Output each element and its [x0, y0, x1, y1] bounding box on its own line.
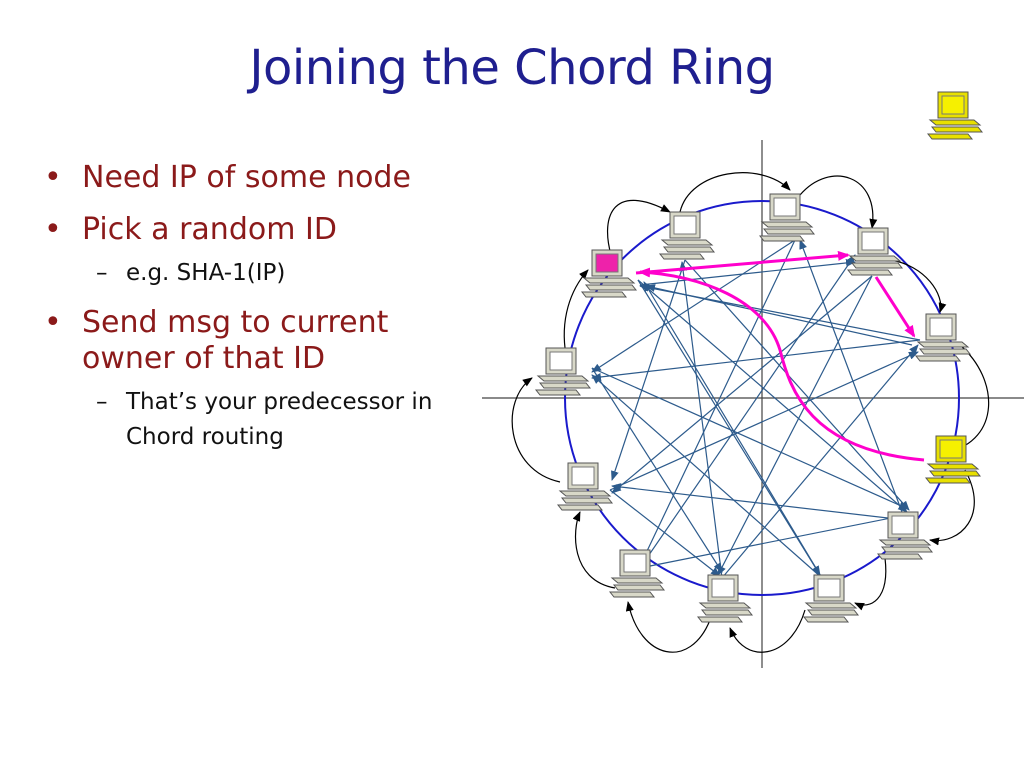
bullet-pick-id: •Pick a random ID [44, 212, 337, 247]
computer-icon [915, 313, 971, 362]
bullet-dot-icon: • [44, 212, 62, 247]
bullet-list: •Need IP of some node •Pick a random ID … [40, 160, 460, 469]
computer-icon [535, 347, 591, 396]
lookup-path [635, 250, 925, 462]
computer-icon-yellow [927, 91, 983, 140]
slide-title: Joining the Chord Ring [249, 40, 775, 96]
sub-bullet-predecessor: –That’s your predecessor in Chord routin… [40, 385, 460, 455]
computer-icon [659, 211, 715, 260]
chord-ring [564, 200, 960, 596]
dash-icon: – [96, 260, 108, 286]
sub-bullet-sha1: –e.g. SHA-1(IP) [40, 256, 460, 291]
bullet-send-msg: •Send msg to current owner of that ID [44, 305, 389, 376]
bullet-dot-icon: • [44, 160, 62, 195]
finger-arrows [591, 239, 921, 579]
computer-icon-magenta [581, 249, 637, 298]
computer-icon [609, 549, 665, 598]
computer-icon [803, 574, 859, 623]
computer-icon [557, 462, 613, 511]
successor-arrows [511, 172, 990, 653]
computer-icon [697, 574, 753, 623]
computer-icon-yellow [925, 435, 981, 484]
bullet-need-ip: •Need IP of some node [44, 160, 411, 195]
dash-icon: – [96, 389, 108, 415]
bullet-dot-icon: • [44, 305, 62, 340]
